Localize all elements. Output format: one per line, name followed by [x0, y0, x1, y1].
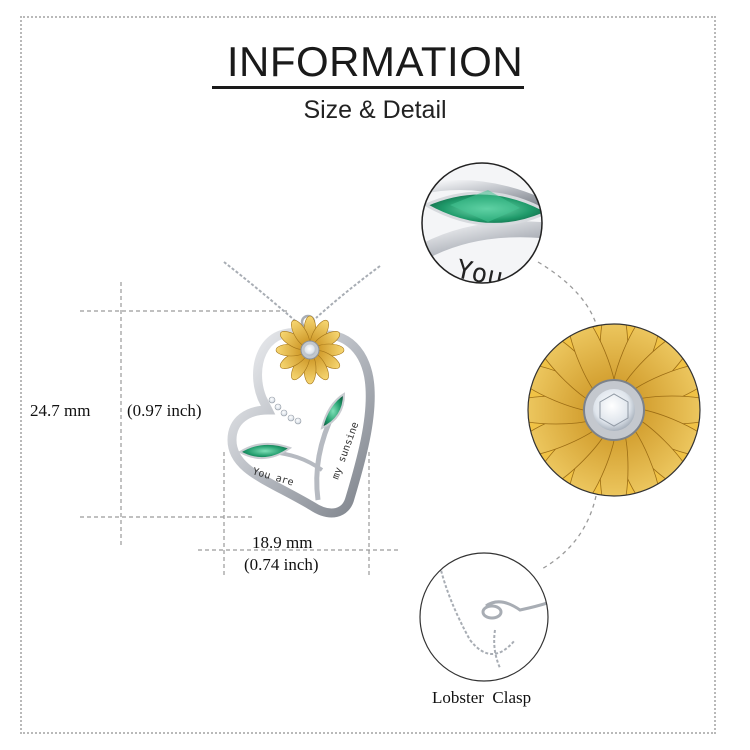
dotted-frame [20, 16, 716, 734]
zoom-gem-engraving: You [421, 162, 543, 284]
page-subtitle: Size & Detail [303, 96, 447, 124]
clasp-label: Lobster Clasp [432, 688, 532, 707]
page-title: INFORMATION [226, 38, 524, 85]
width-mm-label: 18.9 mm [252, 533, 313, 552]
sunflower-charm [275, 315, 345, 385]
title-underline [212, 86, 524, 89]
zoom-connectors [537, 261, 599, 571]
green-gem-left [238, 442, 293, 459]
zoom-lobster-clasp [419, 552, 549, 682]
height-mm-label: 24.7 mm [30, 401, 91, 420]
green-gem-right [320, 392, 346, 430]
width-inch-label: (0.74 inch) [244, 555, 319, 574]
zoom-sunflower [527, 323, 701, 497]
heart-outline [227, 328, 375, 518]
dimension-guides [80, 282, 398, 578]
connector-top [537, 261, 599, 331]
accent-crystals [268, 396, 302, 425]
height-inch-label: (0.97 inch) [127, 401, 202, 420]
connector-bottom [539, 495, 597, 571]
necklace-chain [223, 261, 381, 326]
heart-pendant: You are my sunsine [227, 315, 375, 518]
